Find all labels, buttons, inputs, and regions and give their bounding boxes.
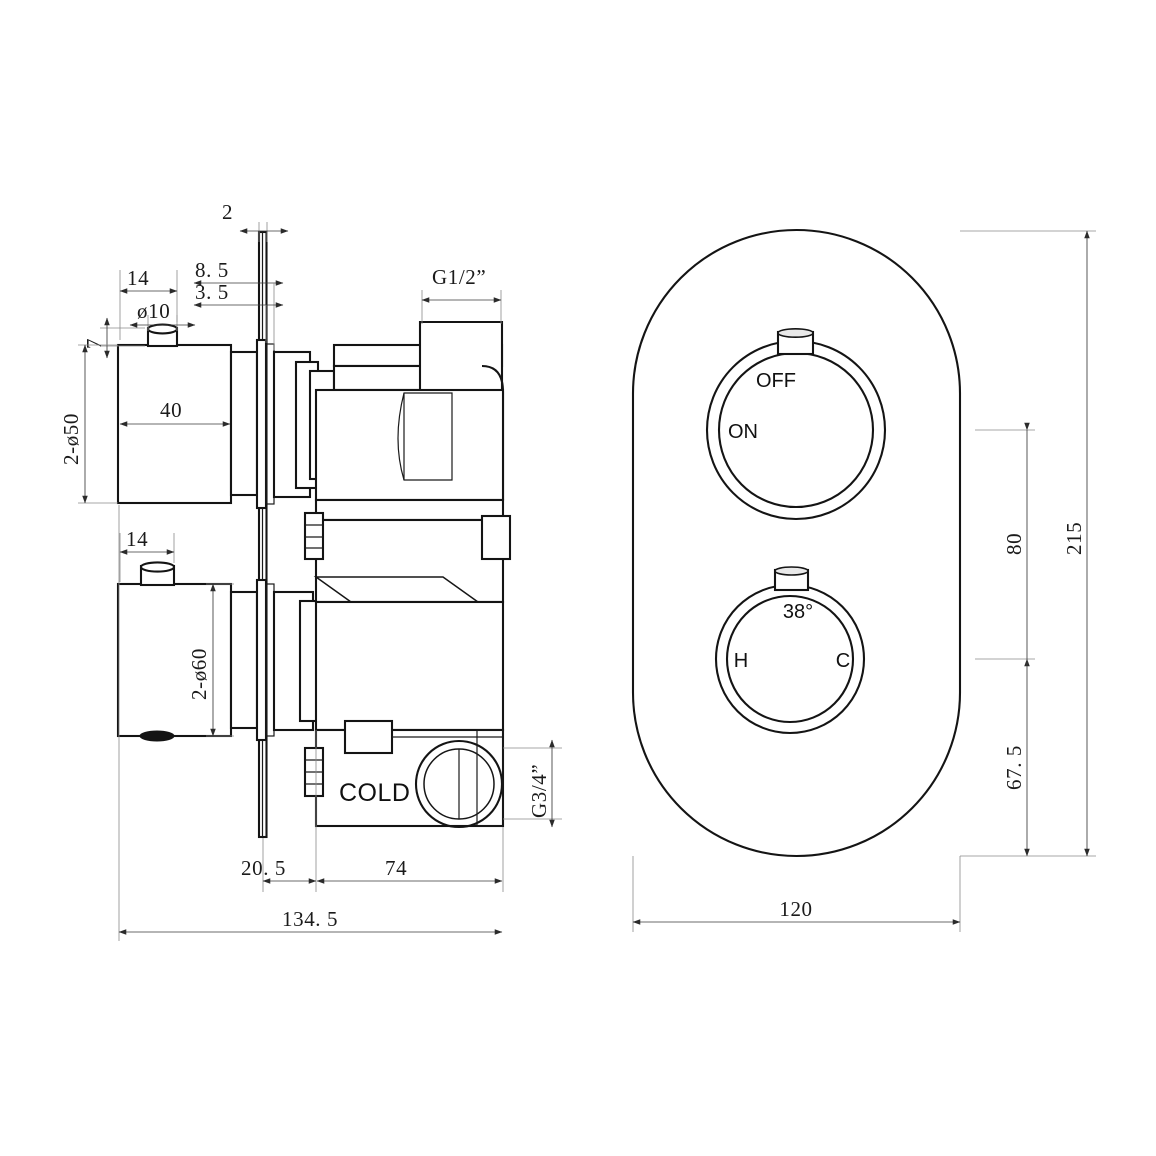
flow-knob-on-label: ON <box>728 421 758 443</box>
temp-knob-cold-label: C <box>836 650 850 672</box>
dim-g1-2: G1/2” <box>432 265 486 289</box>
dim-2dia50: 2-ø50 <box>59 413 83 465</box>
upper-knob-assembly <box>116 323 336 510</box>
dim-134-5: 134. 5 <box>282 907 338 931</box>
front-faceplate-view: OFF ON 38° H C <box>631 228 962 858</box>
seal-rings-mid <box>303 511 325 561</box>
dim-dia10: ø10 <box>137 299 170 323</box>
faceplate-outline <box>631 228 962 858</box>
dim-215: 215 <box>1062 522 1086 555</box>
dim-3-5: 3. 5 <box>195 280 229 304</box>
cold-port-label: COLD <box>339 779 410 807</box>
dim-7: 7 <box>82 338 106 349</box>
temp-knob-hot-label: H <box>734 650 748 672</box>
side-view-dimensions: 14 ø10 7 2-ø50 40 2 8. 5 3. 5 <box>59 200 562 941</box>
dim-74: 74 <box>385 856 407 880</box>
seal-rings-lower <box>303 746 325 798</box>
dim-2dia60: 2-ø60 <box>187 648 211 700</box>
dim-80: 80 <box>1002 533 1026 555</box>
dim-120: 120 <box>779 897 812 921</box>
mounting-plate <box>257 230 268 839</box>
front-view-dimensions: 80 67. 5 215 120 <box>632 230 1096 932</box>
dim-14-lower: 14 <box>126 527 148 551</box>
dim-2-plate: 2 <box>222 200 233 224</box>
temperature-control-knob[interactable]: 38° H C <box>714 566 866 735</box>
dim-40: 40 <box>160 398 182 422</box>
dim-g3-4: G3/4” <box>527 764 551 818</box>
dim-67-5: 67. 5 <box>1002 745 1026 790</box>
dim-20-5: 20. 5 <box>241 856 286 880</box>
valve-body: COLD <box>303 320 512 829</box>
flow-control-knob[interactable]: OFF ON <box>705 327 887 521</box>
dim-14-upper: 14 <box>127 266 149 290</box>
flow-knob-off-label: OFF <box>756 370 796 392</box>
temp-knob-setpoint-label: 38° <box>783 601 813 623</box>
dim-8-5: 8. 5 <box>195 258 229 282</box>
